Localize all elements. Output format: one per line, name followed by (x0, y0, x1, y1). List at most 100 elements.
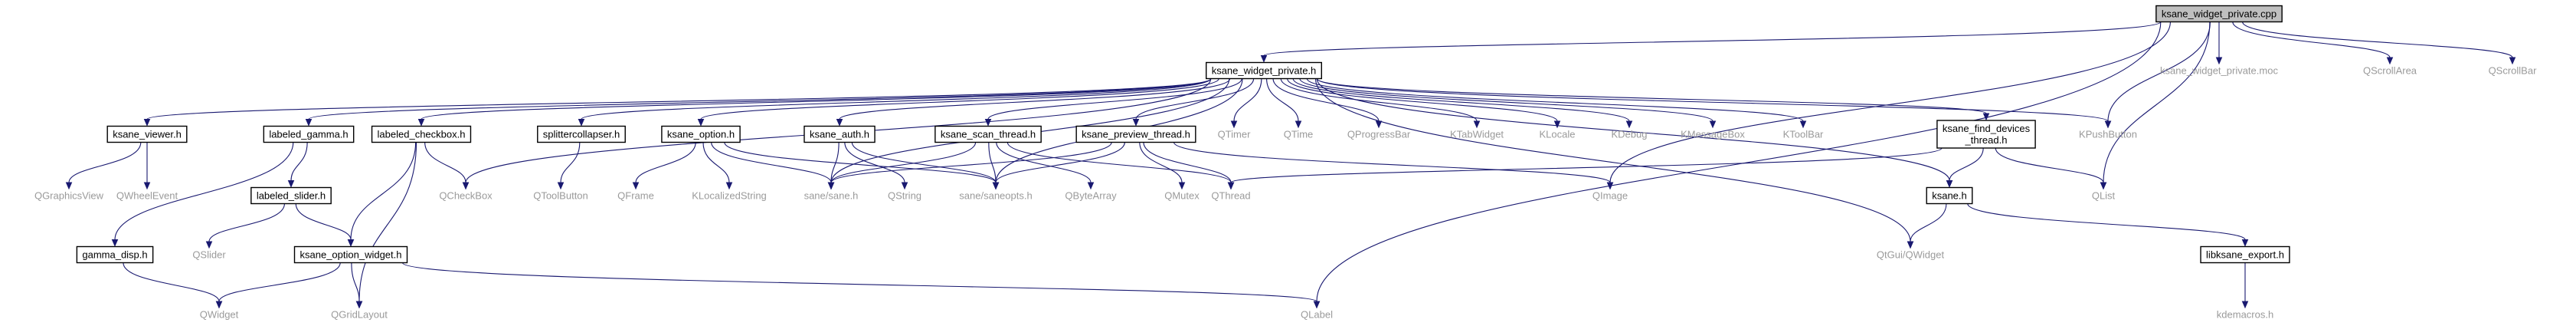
nodes-layer: ksane_widget_private.cpp ksane_widget_pri… (34, 5, 2538, 320)
node-ksane-option-h[interactable]: ksane_option.h (661, 125, 741, 143)
node-ksane-widget-private-cpp[interactable]: ksane_widget_private.cpp (2155, 5, 2283, 23)
node-sane-saneopts-h: sane/saneopts.h (959, 189, 1032, 201)
node-box (2200, 245, 2290, 264)
edge-ksaneh-to-libexport (1967, 203, 2246, 240)
node-label: KLocale (1540, 128, 1576, 140)
edge-arrowhead (65, 182, 73, 190)
edge-root-to-qscrollarea (2232, 21, 2391, 58)
edge-arrowhead (287, 180, 295, 188)
node-ksane-widget-private-h[interactable]: ksane_widget_private.h (1206, 61, 1322, 80)
edges-layer (65, 21, 2516, 309)
edge-prevthread-to-qmutex (1139, 142, 1183, 183)
node-label: KTabWidget (1450, 128, 1504, 140)
node-qstring: QString (888, 189, 921, 201)
edge-arrowhead (2509, 57, 2516, 65)
edge-arrowhead (2104, 120, 2112, 129)
node-label: QThread (1211, 189, 1250, 201)
edge-root-to-qlist (2103, 21, 2211, 183)
node-box (76, 245, 154, 264)
node-label: QScrollArea (2363, 64, 2417, 76)
node-qmutex: QMutex (1164, 189, 1200, 201)
node-label: KLocalizedString (692, 189, 767, 201)
node-qthread: QThread (1211, 189, 1250, 201)
node-ksane-scan-thread-h[interactable]: ksane_scan_thread.h (934, 125, 1042, 143)
edge-arrowhead (1982, 113, 1990, 121)
node-ksane-find-devices-thread-h[interactable]: ksane_find_devices_thread.h (1936, 120, 2036, 149)
edge-root-to-wph (1263, 21, 2162, 56)
edge-wph-to-lcheck (421, 78, 1212, 120)
node-qlabel: QLabel (1301, 308, 1333, 320)
node-kdemacros-h: kdemacros.h (2217, 308, 2273, 320)
node-label: ksane_find_devices (1943, 123, 2031, 134)
edge-root-to-qscrollbar (2242, 21, 2513, 58)
node-ksane-option-widget-h[interactable]: ksane_option_widget.h (293, 245, 408, 264)
node-label: KToolBar (1783, 128, 1824, 140)
node-libksane-export-h[interactable]: libksane_export.h (2200, 245, 2290, 264)
node-box (804, 125, 876, 143)
node-splittercollapser-h[interactable]: splittercollapser.h (537, 125, 626, 143)
node-label: QLabel (1301, 308, 1333, 320)
edge-arrowhead (1907, 241, 1914, 249)
edge-arrowhead (347, 239, 355, 247)
edge-wph-to-option (700, 78, 1219, 120)
edge-findthread-to-ksaneh (1949, 147, 1984, 181)
node-qprogressbar: QProgressBar (1347, 128, 1411, 140)
edge-scanthread-to-sane (830, 142, 977, 183)
edge-lslider-to-optwidget (295, 203, 352, 240)
node-qlist: QList (2092, 189, 2116, 201)
node-label: QScrollBar (2489, 64, 2538, 76)
node-label: ksane_option_widget.h (300, 249, 402, 260)
edge-wph-to-klocale (1287, 78, 1558, 122)
edge-optwidget-to-qgrid (351, 262, 360, 302)
edge-wph-to-scanthread (987, 78, 1242, 120)
edge-wph-to-lgamma (308, 78, 1212, 120)
edge-arrowhead (2241, 301, 2249, 309)
edge-findthread-to-qthread (1230, 147, 1943, 183)
edge-wph-to-qtime (1266, 78, 1299, 122)
node-box (106, 125, 188, 143)
edge-arrowhead (1227, 182, 1235, 190)
node-labeled-gamma-h[interactable]: labeled_gamma.h (263, 125, 355, 143)
edge-viewer-to-qgview (68, 142, 142, 183)
node-qgridlayout: QGridLayout (331, 308, 388, 320)
node-ktabwidget: KTabWidget (1450, 128, 1504, 140)
node-qimage: QImage (1592, 189, 1628, 201)
edge-wph-to-ktoolbar (1306, 78, 1804, 122)
node-labeled-slider-h[interactable]: labeled_slider.h (250, 186, 332, 205)
node-qframe: QFrame (617, 189, 654, 201)
node-ksane-viewer-h[interactable]: ksane_viewer.h (106, 125, 188, 143)
edge-arrowhead (901, 182, 908, 190)
node-label: KMessageBox (1681, 128, 1745, 140)
edge-arrowhead (462, 182, 470, 190)
edge-arrowhead (205, 241, 213, 249)
edge-lcheck-to-qcheckbox (424, 142, 466, 183)
node-qbytearray: QByteArray (1065, 189, 1117, 201)
node-kdebug: KDebug (1612, 128, 1648, 140)
edge-arrowhead (984, 119, 992, 127)
edge-arrowhead (111, 239, 119, 247)
node-ksane-preview-thread-h[interactable]: ksane_preview_thread.h (1075, 125, 1196, 143)
node-label: ksane_widget_private.h (1212, 64, 1317, 76)
node-gamma-disp-h[interactable]: gamma_disp.h (76, 245, 154, 264)
edge-arrowhead (2241, 239, 2249, 247)
node-ksane-h[interactable]: ksane.h (1926, 186, 1973, 205)
edge-optwidget-to-qlabel (401, 262, 1317, 302)
edge-arrowhead (1625, 120, 1633, 129)
node-ktoolbar: KToolBar (1783, 128, 1824, 140)
edge-lcheck-to-qgrid (358, 142, 417, 302)
node-label: ksane_widget_private.moc (2160, 64, 2278, 76)
edge-arrowhead (632, 182, 640, 190)
edge-arrowhead (417, 119, 425, 127)
edge-wph-to-kmsg (1299, 78, 1714, 122)
edge-arrowhead (1553, 120, 1561, 129)
node-labeled-checkbox-h[interactable]: labeled_checkbox.h (371, 125, 472, 143)
edge-arrowhead (578, 119, 585, 127)
edge-split-to-qtoolbutton (560, 142, 581, 183)
node-klocale: KLocale (1540, 128, 1576, 140)
node-ksane-auth-h[interactable]: ksane_auth.h (804, 125, 876, 143)
node-label: sane/sane.h (804, 189, 859, 201)
node-label: QSlider (192, 249, 226, 260)
edge-root-to-qimage (1609, 21, 2171, 183)
node-qgraphicsview: QGraphicsView (34, 189, 104, 201)
